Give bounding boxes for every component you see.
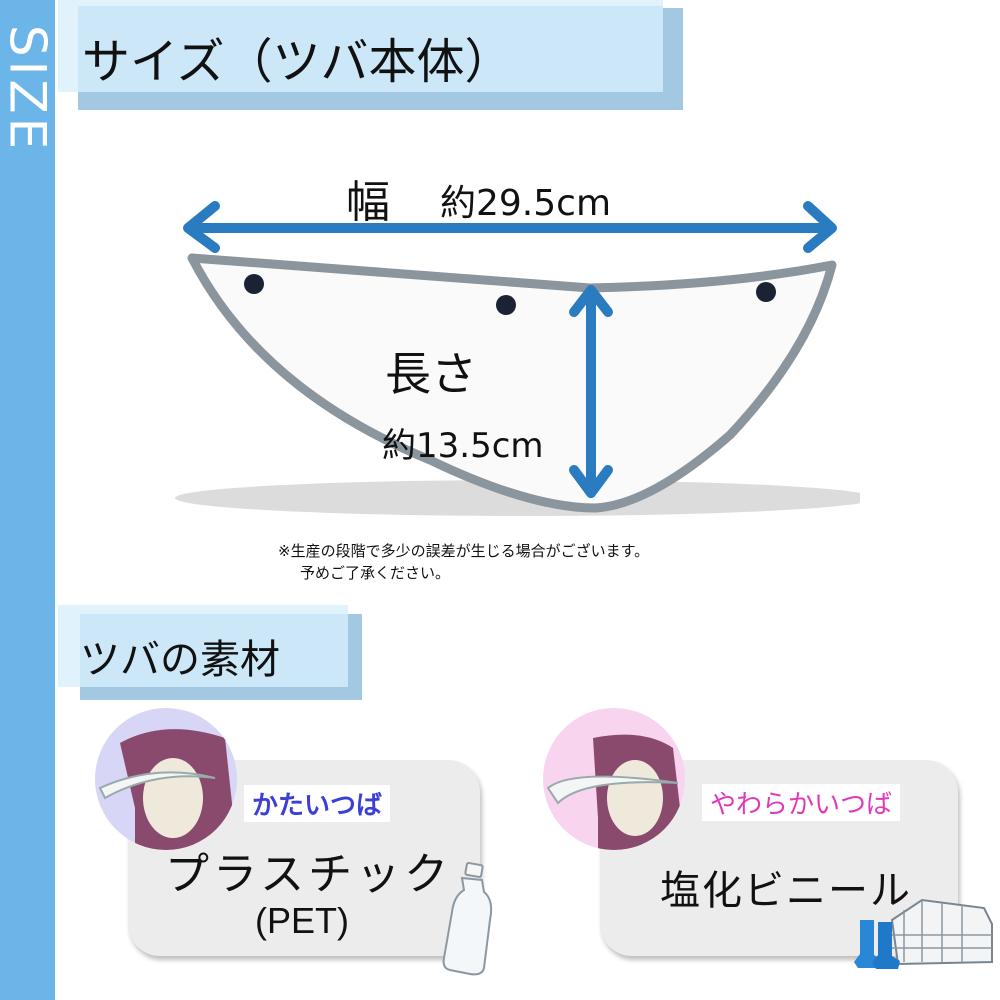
width-label: 幅	[346, 177, 390, 228]
tolerance-note: ※生産の段階で多少の誤差が生じる場合がございます。 予めご了承ください。	[278, 540, 649, 584]
length-value: 約13.5cm	[382, 426, 544, 466]
greenhouse-boots-icon	[854, 898, 993, 969]
soft-visor-badge: やわらかいつば	[702, 784, 901, 821]
note-line-1: ※生産の段階で多少の誤差が生じる場合がございます。	[278, 542, 650, 560]
sidebar-label-text: SIZE	[0, 24, 57, 154]
size-heading: サイズ（ツバ本体）	[58, 0, 688, 112]
sidebar-strip	[0, 0, 55, 1000]
size-heading-title: サイズ（ツバ本体）	[82, 34, 513, 90]
length-label: 長さ	[385, 347, 477, 401]
material-name-plastic: プラスチック	[165, 849, 453, 900]
material-heading: ツバの素材	[58, 605, 368, 700]
material-name-vinyl: 塩化ビニール	[660, 868, 912, 914]
plastic-bottle-icon	[442, 862, 493, 976]
visor-illustration	[175, 201, 875, 516]
width-value: 約29.5cm	[440, 183, 612, 224]
visor-diagram: 幅 約29.5cm 長さ 約13.5cm	[170, 160, 875, 530]
note-line-2: 予めご了承ください。	[300, 564, 451, 582]
sidebar-label: SIZE	[0, 0, 57, 170]
hard-visor-badge: かたいつば	[244, 785, 391, 822]
hard-visor-photo	[95, 708, 237, 850]
soft-visor-photo	[543, 708, 685, 850]
material-heading-title: ツバの素材	[80, 637, 280, 683]
material-sub-pet: (PET)	[255, 900, 349, 941]
